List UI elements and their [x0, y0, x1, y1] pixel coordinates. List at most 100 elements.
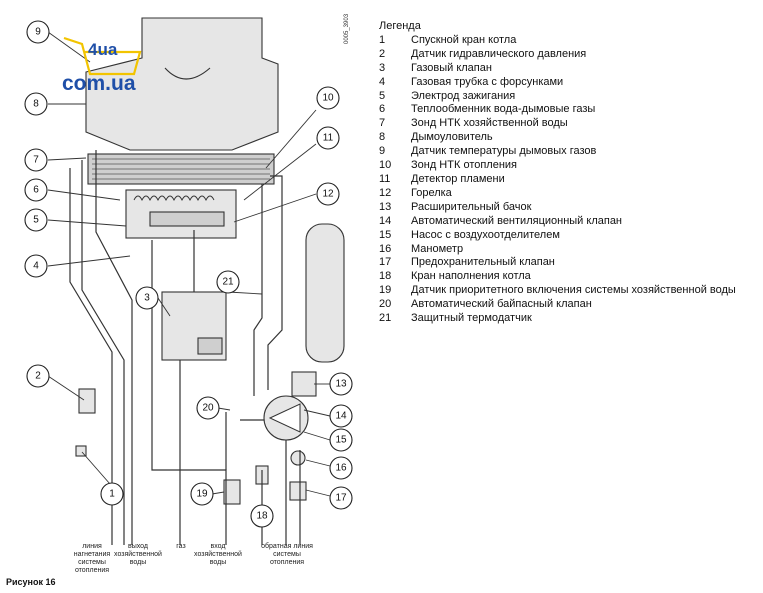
- callout-17: 17: [329, 486, 353, 510]
- callout-3: 3: [135, 286, 159, 310]
- burner: [149, 211, 225, 227]
- legend-item-number: 15: [379, 228, 392, 241]
- legend-item: 19 Датчик приоритетного включения системы…: [379, 284, 759, 298]
- callout-circle: [100, 482, 124, 506]
- legend-item: 10 Зонд НТК отопления: [379, 159, 759, 173]
- callout-circle: [329, 456, 353, 480]
- connection-label-line: нагнетания: [74, 551, 111, 558]
- callout-circle: [316, 86, 340, 110]
- callout-19: 19: [190, 482, 214, 506]
- legend-item-text: Манометр: [411, 242, 464, 255]
- callout-number: 9: [35, 27, 41, 38]
- legend-item-text: Электрод зажигания: [411, 89, 516, 102]
- callout-circle: [329, 486, 353, 510]
- legend-item-number: 12: [379, 186, 392, 199]
- legend-item-number: 8: [379, 131, 386, 144]
- callout-circle: [329, 404, 353, 428]
- legend-item-text: Дымоуловитель: [411, 131, 493, 144]
- hood-outlet: [164, 67, 211, 80]
- callout-circle: [329, 372, 353, 396]
- callout-circle: [135, 286, 159, 310]
- legend-item-text: Датчик гидравлического давления: [411, 47, 587, 60]
- legend-item-text: Предохранительный клапан: [411, 256, 555, 269]
- gas-valve-coil: [197, 337, 223, 355]
- pump-symbol: [268, 403, 301, 433]
- callout-5: 5: [24, 208, 48, 232]
- connection-label-line: хозяйственной: [194, 550, 242, 558]
- legend-item: 8 Дымоуловитель: [379, 131, 759, 145]
- legend-item-number: 2: [379, 47, 386, 60]
- legend-item-text: Расширительный бачок: [411, 200, 532, 213]
- watermark-bottom-text: com.ua: [62, 72, 136, 95]
- legend-item: 15 Насос с воздухоотделителем: [379, 229, 759, 243]
- callout-number: 7: [33, 155, 39, 166]
- callout-number: 4: [33, 261, 39, 272]
- drawing-code: 0005_3903: [344, 13, 350, 44]
- callout-number: 19: [196, 489, 208, 500]
- legend-item-text: Датчик приоритетного включения системы х…: [411, 284, 736, 297]
- callout-circle: [26, 20, 50, 44]
- callout-number: 8: [33, 99, 39, 110]
- callout-circle: [216, 270, 240, 294]
- callout-6: 6: [24, 178, 48, 202]
- callout-number: 15: [335, 435, 347, 446]
- legend-item-number: 1: [379, 33, 386, 46]
- air-vent: [291, 371, 317, 397]
- callout-13: 13: [329, 372, 353, 396]
- bottom-label-layer: линиянагнетаниясистемыотоплениявыходхозя…: [74, 542, 313, 574]
- connection-label-line: отопления: [270, 559, 304, 566]
- callout-number: 13: [335, 379, 347, 390]
- callout-number: 11: [323, 133, 334, 144]
- callout-number: 17: [335, 493, 347, 504]
- legend-item-number: 14: [379, 214, 392, 227]
- callout-number: 6: [33, 185, 39, 196]
- callout-number: 2: [35, 371, 41, 382]
- legend-item-text: Зонд НТК отопления: [411, 159, 518, 172]
- pressure-sensor: [78, 388, 96, 414]
- site-watermark-logo: 4ua com.ua: [60, 34, 144, 108]
- flue-hood: [85, 17, 279, 151]
- legend-title: Легенда: [379, 20, 421, 32]
- callout-circle: [316, 126, 340, 150]
- callout-circle: [190, 482, 214, 506]
- legend-item-text: Теплообменник вода-дымовые газы: [411, 103, 596, 116]
- callout-7: 7: [24, 148, 48, 172]
- legend-item-number: 19: [379, 284, 392, 297]
- legend-item-text: Насос с воздухоотделителем: [411, 228, 560, 241]
- callout-14: 14: [329, 404, 353, 428]
- callout-16: 16: [329, 456, 353, 480]
- piping: [69, 150, 301, 545]
- figure-caption: Рисунок 16: [6, 577, 56, 587]
- legend-item-number: 10: [379, 159, 392, 172]
- callout-12: 12: [316, 182, 340, 206]
- burner-flames: [133, 195, 215, 202]
- safety-valve: [289, 481, 307, 501]
- callout-number: 12: [322, 189, 334, 200]
- callout-11: 11: [316, 126, 340, 150]
- callout-9: 9: [26, 20, 50, 44]
- legend-item-text: Газовая трубка с форсунками: [411, 75, 564, 88]
- callout-21: 21: [216, 270, 240, 294]
- legend-item-text: Кран наполнения котла: [411, 270, 531, 283]
- legend-item-text: Зонд НТК хозяйственной воды: [411, 117, 568, 130]
- callout-circle: [24, 178, 48, 202]
- leader-lines: [47, 31, 331, 506]
- legend-item-number: 21: [379, 312, 392, 325]
- callout-18: 18: [250, 504, 274, 528]
- callout-2: 2: [26, 364, 50, 388]
- legend-item-number: 5: [379, 89, 386, 102]
- callout-number: 10: [322, 93, 334, 104]
- callout-number: 1: [109, 489, 115, 500]
